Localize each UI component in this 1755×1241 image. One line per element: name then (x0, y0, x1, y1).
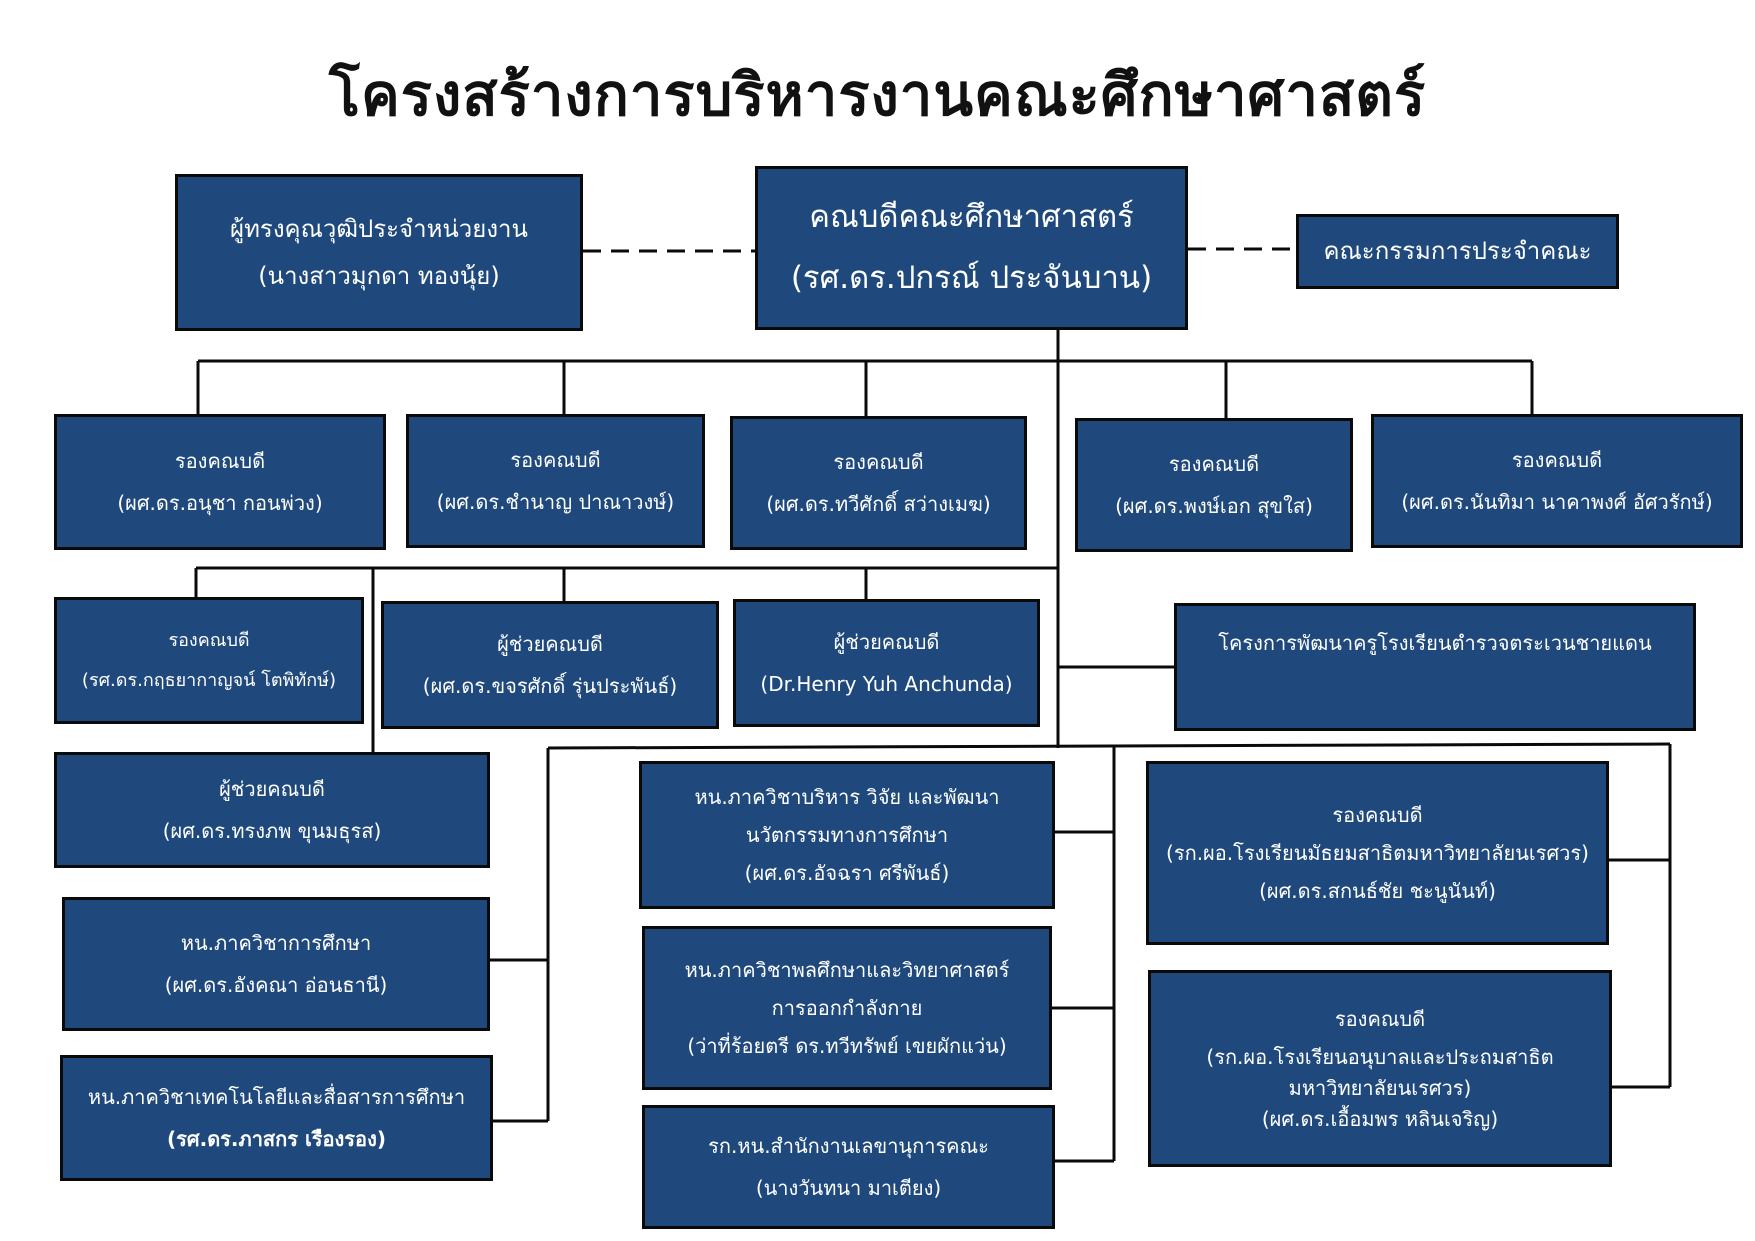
advisor-name: (นางสาวมุกดา ทองนุ้ย) (258, 261, 500, 290)
box-vice-dean-4: รองคณบดี (ผศ.ดร.พงษ์เอก สุขใส) (1075, 418, 1353, 552)
ad2-name: (Dr.Henry Yuh Anchunda) (760, 672, 1013, 696)
head-pe-name: (ว่าที่ร้อยตรี ดร.ทวีทรัพย์ เขยผักแว่น) (687, 1034, 1007, 1058)
head-pe-role2: การออกกำลังกาย (771, 996, 923, 1020)
box-assistant-dean-1: ผู้ช่วยคณบดี (ผศ.ดร.ขจรศักดิ์ รุ่นประพัน… (381, 601, 719, 729)
dean-name: (รศ.ดร.ปกรณ์ ประจันบาน) (790, 260, 1153, 296)
vd1-role: รองคณบดี (174, 449, 266, 473)
box-vice-dean-2: รองคณบดี (ผศ.ดร.ชำนาญ ปาณาวงษ์) (406, 414, 705, 548)
box-assistant-dean-3: ผู้ช่วยคณบดี (ผศ.ดร.ทรงภพ ขุนมธุรส) (54, 752, 490, 868)
box-vice-dean-1: รองคณบดี (ผศ.ดร.อนุชา กอนพ่วง) (54, 414, 386, 550)
box-head-administration: หน.ภาควิชาบริหาร วิจัย และพัฒนา นวัตกรรม… (639, 761, 1055, 909)
vd-kin-role3: มหาวิทยาลัยนเรศวร) (1288, 1075, 1472, 1100)
project-role: โครงการพัฒนาครูโรงเรียนตำรวจตระเวนชายแดน (1218, 631, 1652, 655)
ad3-name: (ผศ.ดร.ทรงภพ ขุนมธุรส) (162, 819, 382, 843)
vd1-name: (ผศ.ดร.อนุชา กอนพ่วง) (117, 491, 323, 515)
vd-kin-role: รองคณบดี (1334, 1006, 1426, 1031)
head-admin-name: (ผศ.ดร.อัจฉรา ศรีพันธ์) (744, 861, 950, 885)
ad2-role: ผู้ช่วยคณบดี (833, 630, 940, 654)
vd-kin-role2: (รก.ผอ.โรงเรียนอนุบาลและประถมสาธิต (1206, 1044, 1554, 1069)
box-head-education: หน.ภาควิชาการศึกษา (ผศ.ดร.อังคณา อ่อนธาน… (62, 897, 490, 1031)
dean-role: คณบดีคณะศึกษาศาสตร์ (809, 198, 1134, 235)
box-committee: คณะกรรมการประจำคณะ (1296, 214, 1619, 289)
vd2-role: รองคณบดี (510, 448, 601, 472)
vd3-role: รองคณบดี (833, 450, 924, 474)
box-head-physical-education: หน.ภาควิชาพลศึกษาและวิทยาศาสตร์ การออกกำ… (642, 926, 1052, 1090)
committee-role: คณะกรรมการประจำคณะ (1323, 237, 1592, 266)
box-vice-dean-secondary-school: รองคณบดี (รก.ผอ.โรงเรียนมัธยมสาธิตมหาวิท… (1146, 761, 1609, 945)
head-edu-name: (ผศ.ดร.อังคณา อ่อนธานี) (164, 973, 388, 997)
office-name: (นางวันทนา มาเตียง) (755, 1176, 942, 1200)
vd2-name: (ผศ.ดร.ชำนาญ ปาณาวงษ์) (436, 490, 675, 514)
vd6-name: (รศ.ดร.กฤธยากาญจน์ โตพิทักษ์) (81, 669, 337, 691)
box-advisor: ผู้ทรงคุณวุฒิประจำหน่วยงาน (นางสาวมุกดา … (175, 174, 583, 331)
box-vice-dean-5: รองคณบดี (ผศ.ดร.นันทิมา นาคาพงศ์ อัศวรัก… (1371, 414, 1743, 548)
office-role: รก.หน.สำนักงานเลขานุการคณะ (708, 1134, 989, 1158)
vd5-name: (ผศ.ดร.นันทิมา นาคาพงศ์ อัศวรักษ์) (1401, 490, 1713, 514)
box-project: โครงการพัฒนาครูโรงเรียนตำรวจตระเวนชายแดน (1174, 603, 1696, 731)
box-assistant-dean-2: ผู้ช่วยคณบดี (Dr.Henry Yuh Anchunda) (733, 599, 1040, 727)
head-edu-role: หน.ภาควิชาการศึกษา (180, 931, 372, 955)
box-head-technology: หน.ภาควิชาเทคโนโลยีและสื่อสารการศึกษา (ร… (60, 1055, 493, 1181)
head-pe-role: หน.ภาควิชาพลศึกษาและวิทยาศาสตร์ (684, 958, 1010, 982)
ad1-role: ผู้ช่วยคณบดี (497, 632, 603, 656)
vd4-role: รองคณบดี (1168, 452, 1260, 476)
box-office: รก.หน.สำนักงานเลขานุการคณะ (นางวันทนา มา… (642, 1105, 1055, 1229)
ad3-role: ผู้ช่วยคณบดี (219, 777, 325, 801)
box-vice-dean-6: รองคณบดี (รศ.ดร.กฤธยากาญจน์ โตพิทักษ์) (54, 597, 364, 724)
head-tech-name: (รศ.ดร.ภาสกร เรืองรอง) (167, 1127, 386, 1151)
head-tech-role: หน.ภาควิชาเทคโนโลยีและสื่อสารการศึกษา (87, 1085, 466, 1109)
vd-sec-name: (ผศ.ดร.สกนธ์ชัย ชะนูนันท์) (1259, 879, 1496, 903)
box-vice-dean-3: รองคณบดี (ผศ.ดร.ทวีศักดิ์ สว่างเมฆ) (730, 416, 1027, 550)
box-vice-dean-kindergarten: รองคณบดี (รก.ผอ.โรงเรียนอนุบาลและประถมสา… (1148, 970, 1612, 1167)
box-dean: คณบดีคณะศึกษาศาสตร์ (รศ.ดร.ปกรณ์ ประจันบ… (755, 166, 1188, 330)
bus-lower (547, 742, 1671, 750)
head-admin-role: หน.ภาควิชาบริหาร วิจัย และพัฒนา (694, 785, 1000, 809)
head-admin-role2: นวัตกรรมทางการศึกษา (745, 823, 949, 847)
vd6-role: รองคณบดี (168, 629, 250, 651)
advisor-role: ผู้ทรงคุณวุฒิประจำหน่วยงาน (230, 214, 528, 243)
vd5-role: รองคณบดี (1511, 448, 1603, 472)
vd3-name: (ผศ.ดร.ทวีศักดิ์ สว่างเมฆ) (766, 492, 991, 516)
vd-sec-role2: (รก.ผอ.โรงเรียนมัธยมสาธิตมหาวิทยาลัยนเรศ… (1166, 841, 1589, 865)
vd-sec-role: รองคณบดี (1332, 803, 1423, 827)
page-title: โครงสร้างการบริหารงานคณะศึกษาศาสตร์ (328, 61, 1427, 129)
vd-kin-name: (ผศ.ดร.เอื้อมพร หลินเจริญ) (1261, 1106, 1499, 1131)
vd4-name: (ผศ.ดร.พงษ์เอก สุขใส) (1115, 494, 1313, 518)
ad1-name: (ผศ.ดร.ขจรศักดิ์ รุ่นประพันธ์) (422, 674, 678, 698)
